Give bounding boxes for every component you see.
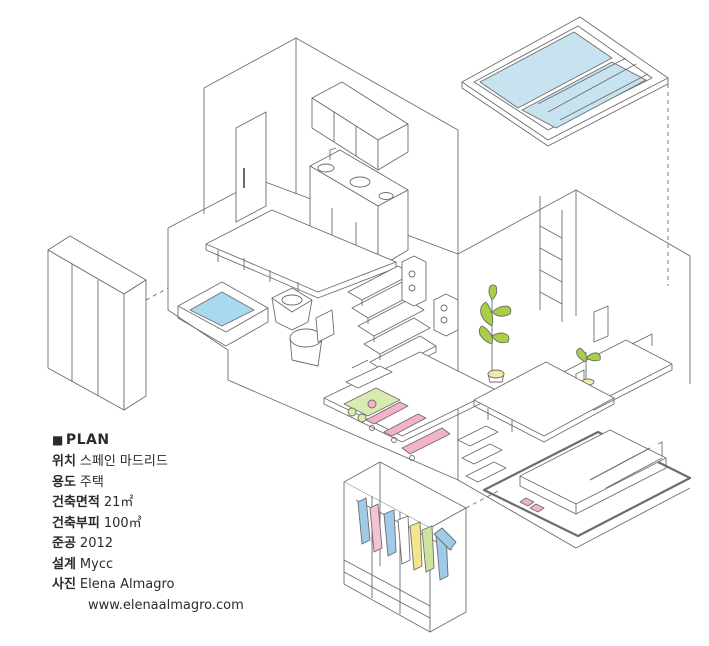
info-value: Elena Almagro	[79, 577, 175, 592]
info-label: 준공	[52, 536, 76, 551]
ladder	[539, 196, 563, 322]
toilet	[289, 309, 335, 367]
mezzanine-platform	[205, 209, 397, 299]
lower-deck	[323, 351, 497, 443]
loft-platform	[473, 361, 615, 443]
right-steps	[457, 425, 507, 483]
skylight-frame	[461, 16, 669, 147]
info-value: 스페인 마드리드	[79, 454, 168, 469]
kitchen-counter	[309, 147, 409, 269]
wardrobe-exploded	[47, 235, 169, 411]
info-label: 위치	[52, 454, 76, 469]
plan-heading: ■PLAN	[52, 432, 244, 448]
square-bullet-icon: ■	[52, 433, 64, 447]
floor-plant	[478, 284, 512, 383]
info-label: 건축부피	[52, 515, 100, 531]
info-label: 사진	[52, 577, 76, 592]
storage-bins	[343, 387, 401, 423]
info-label: 설계	[52, 556, 76, 572]
info-value: 21㎡	[103, 495, 134, 510]
bathtub	[177, 281, 269, 347]
tall-door	[235, 111, 267, 223]
info-label: 건축면적	[52, 495, 100, 510]
bed-area	[482, 429, 692, 538]
info-value: 2012	[79, 536, 114, 551]
info-value: 주택	[79, 474, 104, 490]
washbasin	[271, 287, 313, 331]
staircase	[347, 265, 437, 379]
kitchen-upper-cabinets	[311, 81, 409, 171]
clothes-wardrobe	[343, 461, 467, 633]
wardrobe-dashed-guide	[465, 489, 501, 509]
info-value: Mycc	[79, 556, 114, 572]
plan-title: PLAN	[65, 432, 110, 448]
info-value: 100㎥	[103, 515, 142, 531]
photographer-url: www.elenaalmagro.com	[88, 597, 244, 613]
info-label: 용도	[52, 474, 76, 490]
house-shell	[167, 37, 691, 549]
skateboards	[365, 401, 451, 461]
speakers	[401, 255, 459, 337]
